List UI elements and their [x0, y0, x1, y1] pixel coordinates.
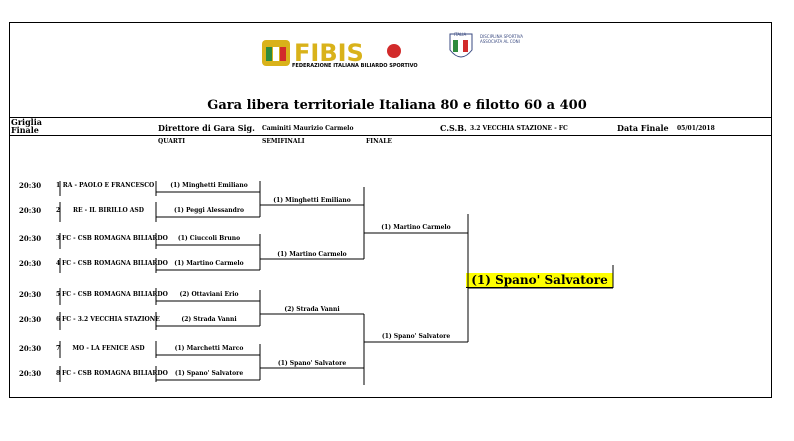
- director-label: Direttore di Gara Sig.: [158, 123, 255, 133]
- club-name: FC - CSB ROMAGNA BILIARDO: [62, 370, 168, 377]
- match-time: 20:30: [19, 315, 42, 324]
- player-name: (1) Spano' Salvatore: [174, 370, 244, 377]
- coni-logo: ITALIA DISCIPLINA SPORTIVA ASSOCIATA AL …: [448, 32, 548, 66]
- player-name: (1) Peggi Alessandro: [174, 207, 244, 214]
- seed-number: 2: [56, 207, 61, 214]
- club-name: FC - CSB ROMAGNA BILIARDO: [62, 260, 168, 267]
- svg-text:FIBIS: FIBIS: [294, 39, 364, 67]
- page-title: Gara libera territoriale Italiana 80 e f…: [207, 98, 587, 113]
- info-underline: [9, 135, 772, 136]
- match-time: 20:30: [19, 234, 42, 243]
- round-finale: FINALE: [366, 138, 392, 145]
- club-name: FC - CSB ROMAGNA BILIARDO: [62, 235, 168, 242]
- seed-number: 5: [56, 291, 61, 298]
- csb-label: C.S.B.: [440, 123, 467, 133]
- csb-name: 3.2 VECCHIA STAZIONE - FC: [470, 125, 568, 132]
- club-name: MO - LA FENICE ASD: [72, 345, 145, 352]
- semi-slot-4: (1) Spano' Salvatore: [277, 360, 347, 367]
- match-time: 20:30: [19, 206, 42, 215]
- club-name: RA - PAOLO E FRANCESCO: [62, 182, 155, 189]
- federation-name: FEDERAZIONE ITALIANA BILIARDO SPORTIVO: [292, 63, 418, 69]
- coni-shield-icon: [449, 33, 473, 58]
- player-name: (1) Martino Carmelo: [174, 260, 244, 267]
- bracket-frame: [9, 22, 772, 398]
- player-name: (1) Minghetti Emiliano: [170, 182, 248, 189]
- semi-slot-2: (1) Martino Carmelo: [277, 251, 347, 258]
- final-date: 05/01/2018: [677, 125, 715, 132]
- seed-number: 7: [56, 345, 61, 352]
- club-name: FC - 3.2 VECCHIA STAZIONE: [62, 316, 160, 323]
- club-name: FC - CSB ROMAGNA BILIARDO: [62, 291, 168, 298]
- match-time: 20:30: [19, 290, 42, 299]
- seed-number: 4: [56, 260, 61, 267]
- coni-text: ITALIA: [454, 32, 467, 37]
- player-name: (2) Ottaviani Erio: [179, 291, 239, 298]
- seed-number: 8: [56, 370, 61, 377]
- player-name: (1) Ciuccoli Bruno: [177, 235, 241, 242]
- semi-slot-1: (1) Minghetti Emiliano: [273, 197, 351, 204]
- player-name: (2) Strada Vanni: [181, 316, 237, 323]
- final-slot-2: (1) Spano' Salvatore: [381, 333, 451, 340]
- semi-slot-3: (2) Strada Vanni: [284, 306, 340, 313]
- club-name: RE - IL BIRILLO ASD: [73, 207, 144, 214]
- seed-number: 6: [56, 316, 61, 323]
- fibis-logo-icon: FIBIS: [262, 39, 401, 67]
- fibis-logo: FIBIS FEDERAZIONE ITALIANA BILIARDO SPOR…: [262, 35, 437, 75]
- player-name: (1) Marchetti Marco: [174, 345, 244, 352]
- round-quarti: QUARTI: [158, 138, 186, 145]
- winner-box: (1) Spano' Salvatore: [466, 273, 613, 288]
- match-time: 20:30: [19, 259, 42, 268]
- seed-number: 1: [56, 182, 61, 189]
- title-underline: [9, 117, 772, 118]
- match-time: 20:30: [19, 344, 42, 353]
- match-time: 20:30: [19, 181, 42, 190]
- director-name: Caminiti Maurizio Carmelo: [262, 125, 354, 132]
- seed-number: 3: [56, 235, 61, 242]
- final-date-label: Data Finale: [617, 123, 669, 133]
- match-time: 20:30: [19, 369, 42, 378]
- griglia-label: Griglia Finale: [11, 117, 42, 135]
- round-semifinali: SEMIFINALI: [262, 138, 305, 145]
- final-slot-1: (1) Martino Carmelo: [381, 224, 451, 231]
- coni-sub: DISCIPLINA SPORTIVA ASSOCIATA AL CONI: [480, 34, 524, 44]
